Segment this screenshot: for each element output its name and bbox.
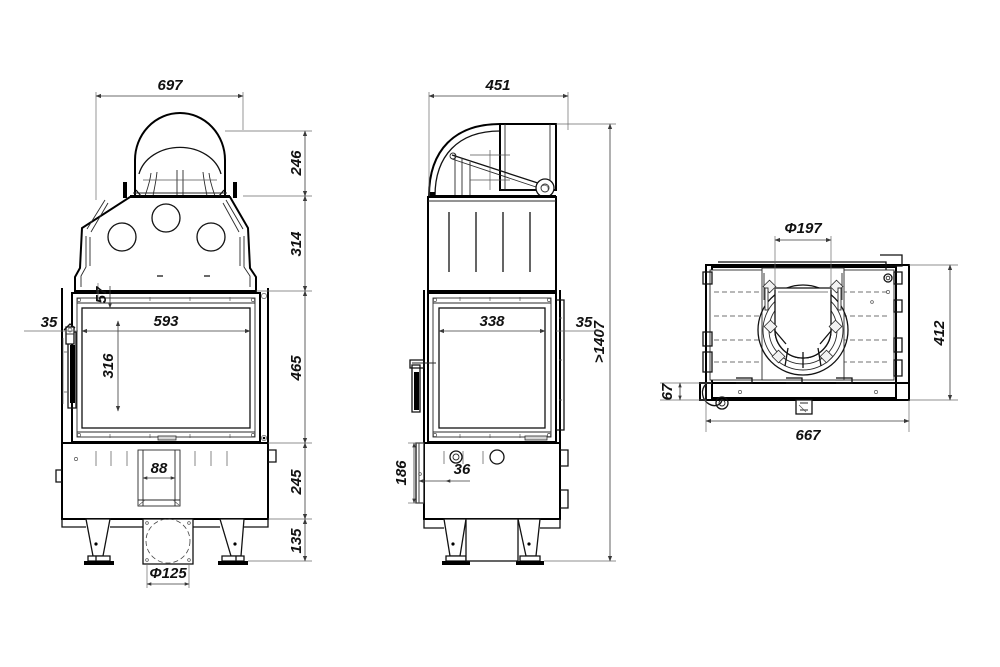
front-upper-body <box>74 196 257 292</box>
dim-top-collar-diameter: Φ197 <box>784 220 822 237</box>
front-port-left <box>107 222 137 252</box>
front-port-right <box>196 222 226 252</box>
side-leg-front <box>443 518 467 557</box>
dim-front-glass-width: 593 <box>153 313 179 330</box>
side-upper-body <box>427 196 557 292</box>
front-door-frame <box>61 288 269 519</box>
side-pivot-hub <box>535 178 555 198</box>
front-lower-body <box>55 442 277 520</box>
dim-side-base-offset: 36 <box>454 461 471 478</box>
top-flue-collar <box>757 279 849 376</box>
dim-top-width: 667 <box>795 427 821 444</box>
side-dimensions: 451 >1407 35 338 186 <box>393 77 616 562</box>
dim-side-glass-depth: 338 <box>479 313 505 330</box>
dim-side-offset: 35 <box>576 314 593 331</box>
front-port-center <box>151 203 181 233</box>
top-plan-view: Φ197 412 667 67 <box>659 220 958 444</box>
dim-front-side-offset: 35 <box>41 314 58 331</box>
dim-front-frame-inset: 57 <box>93 286 110 303</box>
side-door-frame <box>409 290 565 443</box>
dim-front-lower-height: 245 <box>288 469 305 496</box>
dim-front-door-height: 465 <box>288 355 305 382</box>
side-top-cowl <box>428 123 557 198</box>
front-leg-right <box>219 518 245 557</box>
side-elevation-view: 451 >1407 35 338 186 <box>393 77 616 565</box>
dim-side-depth: 451 <box>484 77 510 94</box>
front-legs-and-flue <box>61 518 269 565</box>
dim-front-flue-diameter: Φ125 <box>149 565 187 582</box>
front-flue-collar <box>142 518 194 565</box>
dim-front-width: 697 <box>157 77 183 94</box>
side-leg-rear <box>517 518 541 557</box>
dim-front-ashpan-width: 88 <box>151 460 168 477</box>
top-right-convector <box>835 269 903 381</box>
side-lower-body <box>415 442 569 520</box>
dim-front-dome-height: 246 <box>288 150 305 177</box>
dim-top-rear-offset: 67 <box>659 383 676 400</box>
top-fastener <box>883 273 893 283</box>
front-elevation-view: 697 246 314 465 245 <box>24 77 312 588</box>
dim-side-total-height: >1407 <box>591 320 608 363</box>
side-glass-pane <box>438 307 546 429</box>
front-leg-left <box>85 518 111 557</box>
dim-top-depth: 412 <box>931 320 948 347</box>
dim-front-upper-height: 314 <box>288 231 305 257</box>
top-dimensions: Φ197 412 667 67 <box>659 220 958 444</box>
side-legs <box>423 518 561 565</box>
front-dimensions: 697 246 314 465 245 <box>24 77 312 588</box>
dim-front-glass-height: 316 <box>100 353 117 379</box>
front-glass-pane <box>81 307 251 429</box>
dim-front-leg-height: 135 <box>288 528 305 554</box>
front-dome-assembly <box>123 112 237 198</box>
dim-side-pedestal: 186 <box>393 460 410 486</box>
